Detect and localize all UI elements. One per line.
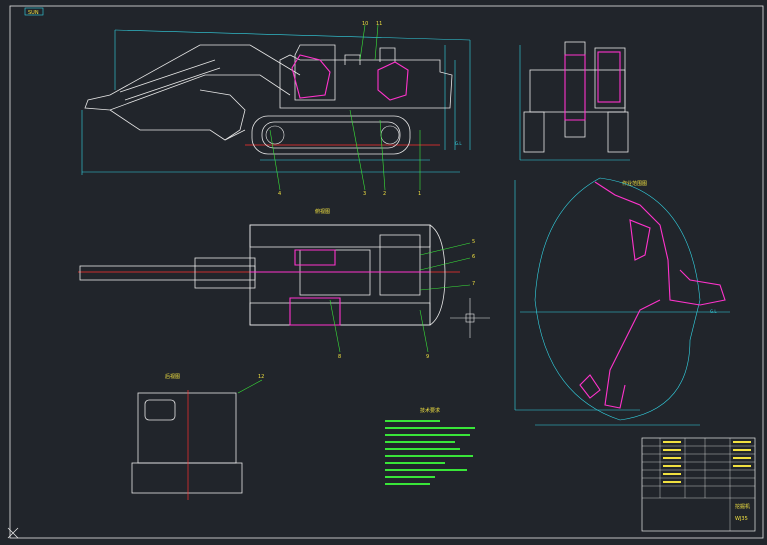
callout-6: 6	[472, 254, 475, 260]
seat-highlight-top	[289, 297, 341, 326]
rear-view: 后视图 12	[131, 373, 264, 500]
callout-2: 2	[383, 191, 386, 197]
crosshair-cursor-icon	[450, 298, 490, 338]
side-view: 10 11 4 3 2 1 G.L	[81, 21, 471, 197]
track-side	[251, 115, 411, 155]
outer-frame	[9, 5, 764, 539]
pump-highlight-side	[377, 61, 409, 101]
top-view-label: 俯视图	[315, 208, 330, 215]
callout-8: 8	[338, 354, 341, 360]
working-range-view: 作业范围图 G.L	[514, 177, 730, 426]
engine-highlight-side	[291, 54, 331, 99]
title-block: 挖掘机 WJ35	[641, 437, 756, 532]
ground-label-side: G.L	[455, 141, 462, 146]
callout-4: 4	[278, 191, 281, 197]
cab	[294, 44, 336, 101]
cab-highlight-front	[597, 51, 621, 103]
boom-front	[564, 41, 586, 138]
boom	[84, 44, 301, 111]
rear-view-label: 后视图	[165, 373, 180, 380]
tech-notes: 技术要求	[385, 407, 475, 485]
callout-3: 3	[363, 191, 366, 197]
front-view	[519, 41, 630, 161]
callout-1: 1	[418, 191, 421, 197]
upper-body	[279, 54, 453, 109]
callout-12: 12	[258, 374, 264, 380]
ground-label-range: G.L	[710, 309, 717, 314]
bucket-side	[199, 89, 246, 141]
range-envelope	[534, 177, 701, 421]
ucs-corner-icon	[7, 527, 19, 539]
frame-tag: SUN	[28, 10, 39, 16]
title-block-code: WJ35	[735, 516, 748, 522]
callout-10: 10	[362, 21, 368, 27]
callout-11: 11	[376, 21, 382, 27]
frame-tag-box	[24, 7, 44, 16]
callout-9: 9	[426, 354, 429, 360]
tech-notes-title: 技术要求	[420, 407, 440, 414]
section-label: 作业范围图	[622, 180, 647, 187]
top-view: 俯视图 5 6 7 8 9	[78, 208, 490, 360]
boom-top	[79, 265, 256, 281]
arm-max-dig	[604, 299, 661, 409]
callout-7: 7	[472, 281, 475, 287]
callout-5: 5	[472, 239, 475, 245]
arm-max-reach	[594, 181, 726, 306]
title-block-name: 挖掘机	[735, 503, 750, 510]
